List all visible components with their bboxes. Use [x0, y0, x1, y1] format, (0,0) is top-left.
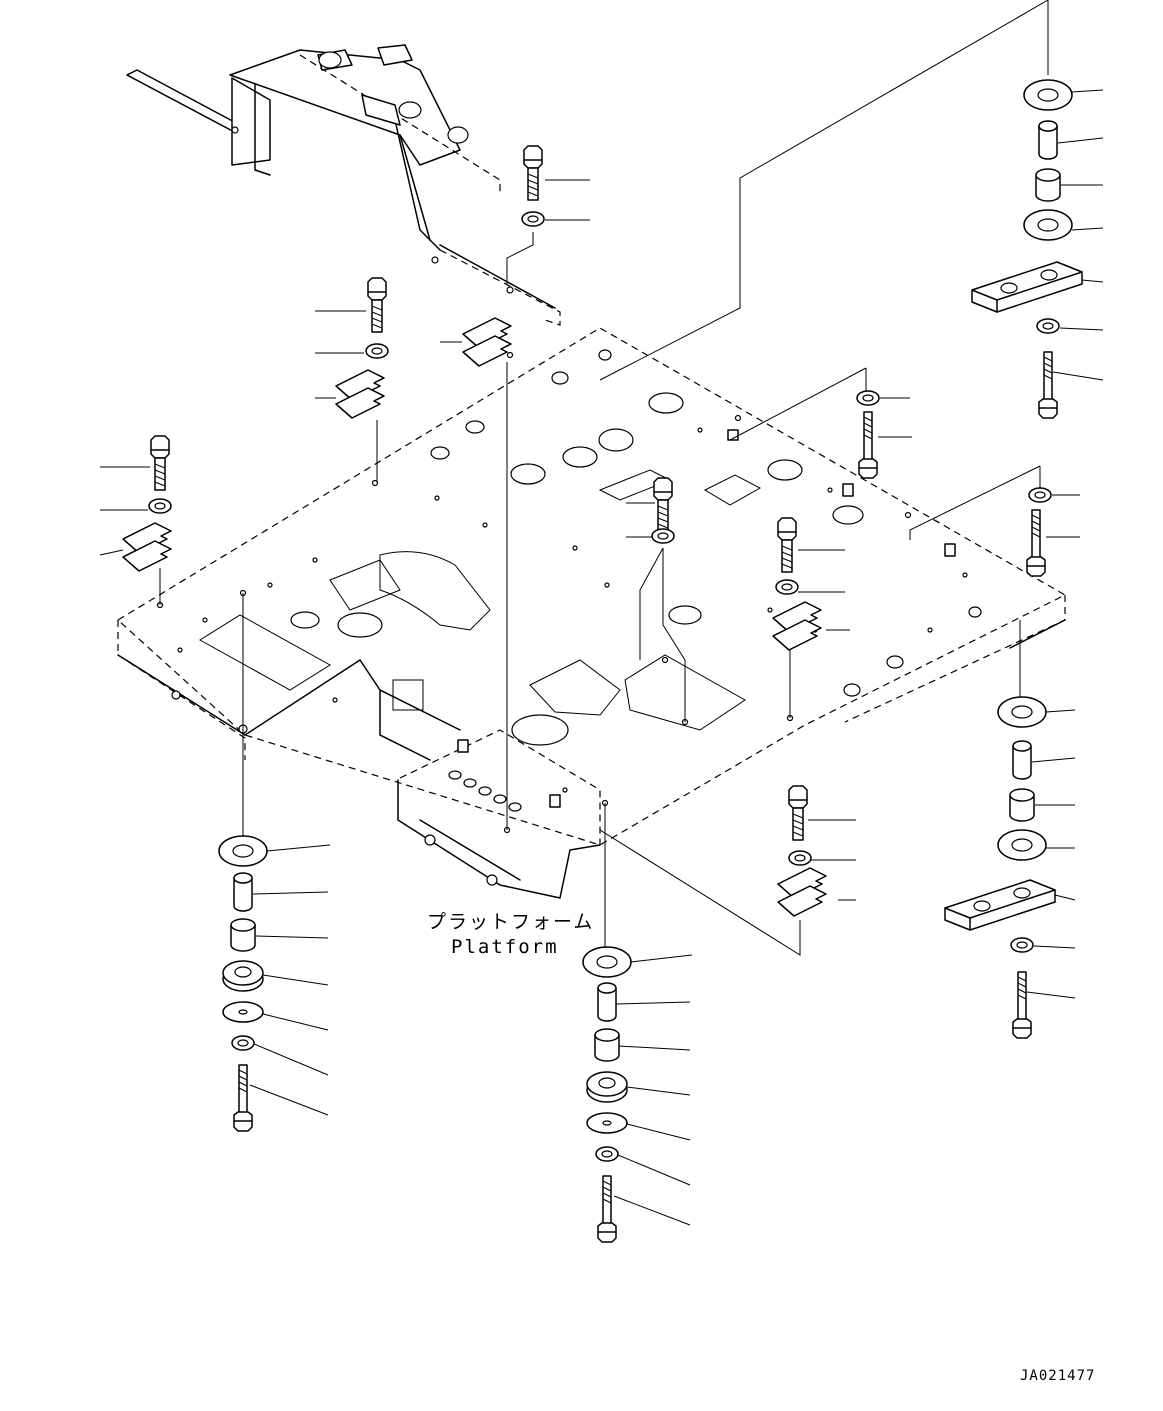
- step-slots: [449, 771, 521, 811]
- platform-label-jp: プラットフォーム: [427, 911, 594, 933]
- assembly-lines: [160, 0, 1048, 955]
- parts: [122, 79, 1083, 1243]
- callout-leaders: [100, 90, 1103, 1225]
- platform-plate: [118, 328, 1065, 898]
- platform-label-en: Platform: [451, 936, 559, 958]
- plate-small-holes: [158, 353, 968, 833]
- drawing-number: JA021477: [1020, 1368, 1095, 1384]
- frame-bracket: [127, 45, 560, 325]
